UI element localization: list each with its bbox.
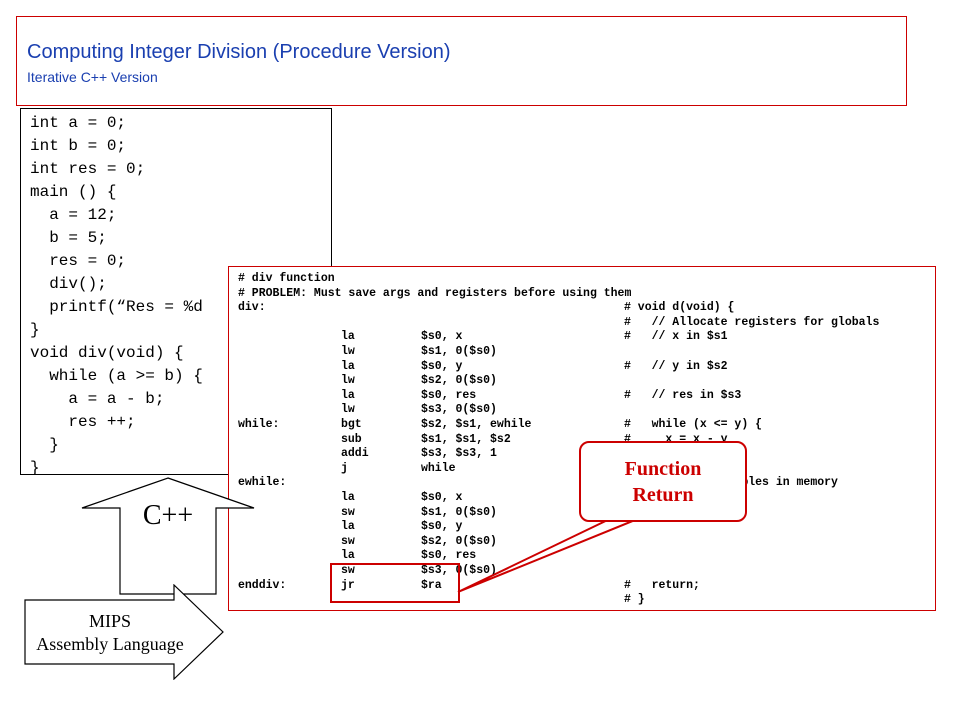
asm-operands: $s0, y bbox=[421, 359, 463, 373]
cpp-code-line: } bbox=[30, 459, 40, 475]
asm-code-line: enddiv: jr $ra # return; bbox=[238, 579, 928, 593]
cpp-code-line: } bbox=[30, 321, 40, 339]
mips-label-line-1: MIPS bbox=[88, 611, 132, 631]
asm-comment: # void d(void) { bbox=[624, 301, 735, 315]
cpp-code-line: printf(“Res = %d bbox=[30, 298, 203, 316]
asm-code-line: la $s0, x bbox=[238, 491, 928, 505]
cpp-code-line: int a = 0; bbox=[30, 114, 127, 132]
asm-operands: $s0, res bbox=[421, 388, 477, 402]
asm-comment: # // res in $s3 bbox=[624, 388, 742, 402]
asm-opcode: jr bbox=[341, 578, 355, 592]
asm-opcode: la bbox=[341, 330, 355, 344]
asm-opcode: sub bbox=[341, 432, 362, 446]
cpp-code-line: int res = 0; bbox=[30, 160, 146, 178]
jr-ra-highlight bbox=[330, 563, 460, 603]
asm-code-line: sub $s1, $s1, $s2 # x = x - y bbox=[238, 433, 928, 447]
cpp-code-line: a = 12; bbox=[30, 206, 117, 224]
callout-line-2: Return bbox=[632, 484, 694, 506]
asm-opcode: la bbox=[341, 520, 355, 534]
asm-operands: $s0, x bbox=[421, 330, 463, 344]
asm-opcode: la bbox=[341, 549, 355, 563]
cpp-code-line: } bbox=[30, 436, 59, 454]
asm-opcode: bgt bbox=[341, 418, 362, 431]
asm-code-line: lw $s3, 0($s0) bbox=[238, 403, 928, 417]
asm-code-line: # PROBLEM: Must save args and registers … bbox=[238, 287, 928, 301]
asm-code-line: lw $s1, 0($s0) bbox=[238, 345, 928, 359]
asm-code-line: div: # void d(void) { bbox=[238, 301, 928, 315]
asm-comment: # div function bbox=[238, 272, 335, 285]
cpp-code-line: void div(void) { bbox=[30, 344, 184, 362]
asm-label: div: bbox=[238, 301, 266, 315]
asm-opcode: lw bbox=[341, 403, 355, 417]
callout-line-1: Function bbox=[624, 458, 702, 480]
asm-operands: $s2, $s1, ewhile bbox=[421, 418, 532, 431]
asm-comment: # // Allocate registers for globals bbox=[624, 315, 880, 329]
asm-opcode: sw bbox=[341, 534, 355, 548]
cpp-code-line: while (a >= b) { bbox=[30, 367, 203, 385]
asm-opcode: sw bbox=[341, 505, 355, 519]
asm-code-line: while: bgt $s2, $s1, ewhile # while (x <= y… bbox=[238, 418, 928, 432]
asm-comment: # return; bbox=[624, 578, 700, 592]
asm-operands: $s2, 0($s0) bbox=[421, 534, 497, 548]
asm-code-line: # // Allocate registers for globals bbox=[238, 316, 928, 330]
asm-label: enddiv: bbox=[238, 578, 287, 592]
right-arrow-shape bbox=[24, 584, 224, 680]
slide-title: Computing Integer Division (Procedure Ve… bbox=[27, 41, 451, 63]
asm-opcode: lw bbox=[341, 374, 355, 388]
title-box: Computing Integer Division (Procedure Ve… bbox=[16, 16, 907, 106]
slide-subtitle: Iterative C++ Version bbox=[27, 69, 158, 85]
asm-operands: $s1, $s1, $s2 bbox=[421, 432, 511, 446]
asm-operands: $s1, 0($s0) bbox=[421, 505, 497, 519]
asm-operands: $s3, 0($s0) bbox=[421, 403, 497, 417]
mips-code-box: # div function# PROBLEM: Must save args … bbox=[228, 266, 936, 611]
asm-operands: while bbox=[421, 461, 456, 475]
asm-comment: # x = x - y bbox=[624, 432, 728, 446]
asm-code-line: la $s0, x # // x in $s1 bbox=[238, 330, 928, 344]
asm-opcode: j bbox=[341, 461, 348, 475]
asm-code-line: j while bbox=[238, 462, 928, 476]
asm-operands: $s3, $s3, 1 bbox=[421, 447, 497, 461]
cpp-code-line: res ++; bbox=[30, 413, 136, 431]
cpp-arrow-label: C++ bbox=[142, 500, 194, 531]
asm-opcode: la bbox=[341, 491, 355, 504]
asm-label: ewhile: bbox=[238, 476, 287, 490]
asm-code-line: # } bbox=[238, 593, 928, 607]
asm-comment: # // x in $s1 bbox=[624, 330, 728, 344]
cpp-code-line: b = 5; bbox=[30, 229, 107, 247]
mips-arrow-label: MIPS Assembly Language bbox=[24, 610, 196, 656]
cpp-code-line: a = a - b; bbox=[30, 390, 165, 408]
asm-operands: $s0, res bbox=[421, 549, 477, 563]
asm-opcode: addi bbox=[341, 447, 369, 461]
asm-code-line: sw $s2, 0($s0) bbox=[238, 535, 928, 549]
function-return-callout: Function Return bbox=[579, 441, 747, 522]
asm-comment: # // y in $s2 bbox=[624, 359, 728, 373]
up-arrow-shape bbox=[81, 477, 255, 595]
asm-opcode: la bbox=[341, 388, 355, 402]
asm-code-line: lw $s2, 0($s0) bbox=[238, 374, 928, 388]
asm-code-line: la $s0, y # // y in $s2 bbox=[238, 360, 928, 374]
asm-opcode: sw bbox=[341, 564, 355, 577]
asm-comment: # PROBLEM: Must save args and registers … bbox=[238, 286, 632, 300]
asm-comment: # while (x <= y) { bbox=[624, 418, 763, 431]
asm-code-line: la $s0, res bbox=[238, 549, 928, 563]
asm-code-line: # div function bbox=[238, 272, 928, 286]
asm-code-line: la $s0, y bbox=[238, 520, 928, 534]
mips-label-line-2: Assembly Language bbox=[36, 634, 184, 654]
asm-comment: # } bbox=[624, 593, 645, 607]
asm-code-line: addi $s3, $s3, 1 bbox=[238, 447, 928, 461]
asm-operands: $ra bbox=[421, 578, 442, 592]
asm-operands: $s0, y bbox=[421, 520, 463, 534]
cpp-code-line: res = 0; bbox=[30, 252, 127, 270]
asm-operands: $s0, x bbox=[421, 491, 463, 504]
asm-operands: $s1, 0($s0) bbox=[421, 345, 497, 358]
asm-opcode: lw bbox=[341, 345, 355, 358]
asm-code-line: la $s0, res # // res in $s3 bbox=[238, 389, 928, 403]
cpp-code-line: int b = 0; bbox=[30, 137, 127, 155]
cpp-code-line: main () { bbox=[30, 183, 117, 201]
cpp-code-line: div(); bbox=[30, 275, 107, 293]
asm-label: while: bbox=[238, 418, 280, 431]
asm-opcode: la bbox=[341, 359, 355, 373]
asm-operands: $s2, 0($s0) bbox=[421, 374, 497, 388]
